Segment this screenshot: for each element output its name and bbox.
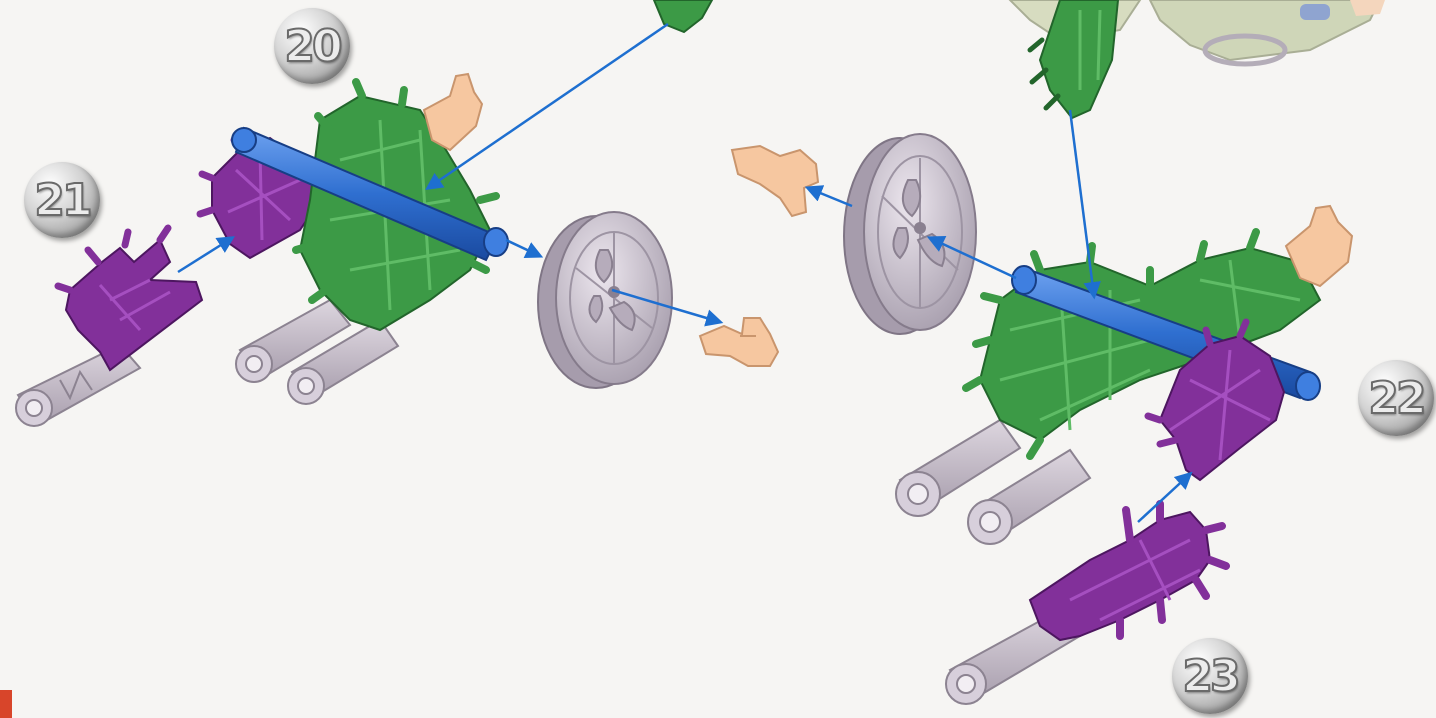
assembly-step-20 — [200, 74, 508, 404]
arrow-rod-to-wheel-20 — [506, 240, 540, 256]
step-number-23: 23 — [1182, 651, 1237, 702]
assembly-step-21 — [16, 228, 202, 426]
clip-step-20 — [700, 318, 778, 366]
page-corner-mark — [0, 690, 12, 718]
step-number-22: 22 — [1368, 373, 1423, 424]
arrow-21-to-20 — [178, 238, 232, 272]
wheel-step-20 — [538, 212, 672, 388]
step-badge-22: 22 — [1358, 360, 1434, 436]
step-badge-23: 23 — [1172, 638, 1248, 714]
step-badge-20: 20 — [274, 8, 350, 84]
arrow-wheel-to-clip-22 — [808, 188, 852, 206]
step-number-21: 21 — [34, 175, 89, 226]
step-number-20: 20 — [284, 21, 339, 72]
step-badge-21: 21 — [24, 162, 100, 238]
